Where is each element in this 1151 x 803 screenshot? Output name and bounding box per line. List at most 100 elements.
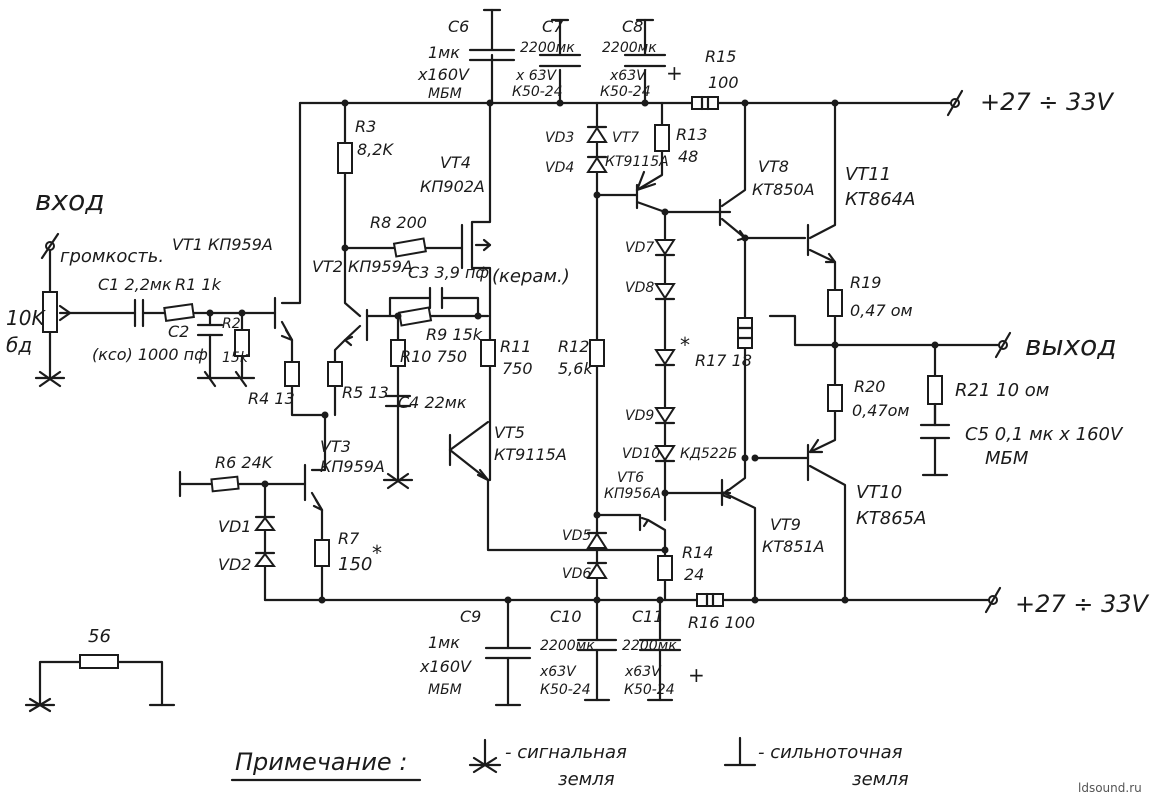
vt11-type-label: КТ864А [845, 189, 915, 210]
r4-body [284, 361, 300, 387]
r21-label: R21 10 ом [955, 380, 1049, 401]
c3-plates [428, 286, 444, 310]
r1-label: R1 1k [175, 275, 222, 294]
vt6-label: VT6 [617, 470, 644, 486]
r11-value-label: 750 [502, 359, 533, 378]
c7-label: C7 [542, 17, 564, 36]
r10-body [390, 339, 406, 367]
r13-body [654, 124, 670, 152]
c11-label: C11 [632, 607, 664, 626]
vd7-symbol [654, 239, 676, 256]
vd6-symbol [586, 562, 608, 579]
vt3-type-label: КП959А [320, 457, 385, 476]
vt2-label: VT2 КП959А [312, 257, 413, 276]
r10-label: R10 750 [400, 347, 467, 366]
r13-label: R13 [676, 125, 707, 144]
diode-star: * [680, 333, 690, 357]
watermark: ldsound.ru [1078, 781, 1142, 795]
r8-label: R8 200 [370, 213, 427, 232]
r20-body [827, 384, 843, 412]
r9-body [398, 306, 433, 327]
component-bodies [24, 8, 1012, 782]
volume-label: громкость. [60, 246, 164, 267]
vd8-symbol [654, 283, 676, 300]
c9-label: C9 [460, 607, 481, 626]
output-title: выход [1025, 329, 1117, 362]
r12-body [589, 339, 605, 367]
vt1-label: VT1 КП959А [172, 235, 273, 254]
vd3-label: VD3 [545, 130, 574, 146]
vt7-label: VT7 [612, 130, 639, 146]
r6-label: R6 24K [215, 453, 274, 472]
r19-body [827, 289, 843, 317]
legend-resistor-body [79, 654, 119, 669]
positive-supply-label: +27 ÷ 33V [980, 88, 1115, 116]
note-signal-line2: земля [558, 769, 615, 790]
c8-type-label: К50-24 [600, 84, 651, 100]
c11-value-label: 2200мк [622, 638, 677, 654]
note-signal-line1: - сигнальная [505, 742, 627, 763]
r20-value-label: 0,47ом [852, 401, 909, 420]
r6-body [210, 475, 240, 493]
c10-label: C10 [550, 607, 582, 626]
vd10-symbol [654, 445, 676, 462]
signal-ground-c2 [196, 370, 256, 388]
c5-plates [919, 423, 951, 440]
vd2-symbol [254, 552, 276, 567]
vt7-type-label: КТ9115А [605, 154, 669, 170]
vt8-label: VT8 [758, 157, 789, 176]
r3-value-label: 8,2K [357, 140, 394, 159]
r15-label: R15 [705, 47, 736, 66]
vd9-label: VD9 [625, 408, 654, 424]
r14-body [657, 555, 673, 581]
note-power-line1: - сильноточная [758, 742, 903, 763]
c9-type-label: МБМ [428, 682, 462, 698]
c8-label: C8 [622, 17, 643, 36]
labels: вход громкость. 10K бд C1 2,2мк R1 1k C2… [6, 17, 1150, 795]
vd10-type-label: КД522Б [680, 446, 737, 462]
c7-type-label: К50-24 [512, 84, 563, 100]
c3-label: C3 3,9 пф [408, 263, 489, 282]
c10-plates [576, 638, 618, 652]
r11-body [480, 339, 496, 367]
c7-voltage-label: х 63V [515, 68, 558, 84]
r19-value-label: 0,47 ом [850, 301, 913, 320]
vd7-label: VD7 [625, 240, 654, 256]
c2-label: C2 [168, 322, 189, 341]
r12-label: R12 [558, 337, 589, 356]
vt4-label: VT4 [440, 153, 471, 172]
vt9-label: VT9 [770, 515, 801, 534]
vd10-label: VD10 [622, 446, 660, 462]
r14-value-label: 24 [684, 565, 704, 584]
r2-label: R2 [222, 316, 241, 332]
pot-type-label: бд [6, 333, 32, 357]
c8-plus: + [666, 61, 683, 85]
c11-voltage-label: х63V [624, 664, 662, 680]
vt9-type-label: КТ851А [762, 537, 825, 556]
vd6-label: VD6 [562, 566, 591, 582]
c8-value-label: 2200мк [602, 40, 657, 56]
input-title: вход [35, 184, 105, 217]
vd2-label: VD2 [218, 555, 251, 574]
r2-body [234, 329, 250, 357]
r20-label: R20 [854, 377, 885, 396]
c10-value-label: 2200мк [540, 638, 595, 654]
c11-type-label: К50-24 [624, 682, 675, 698]
signal-ground-pot [34, 370, 66, 388]
c1-plates [133, 298, 145, 328]
c1-label: C1 2,2мк [98, 275, 172, 294]
note-power-line2: земля [852, 769, 909, 790]
vt8-type-label: КТ850А [752, 180, 815, 199]
c11-plates [638, 638, 682, 652]
r3-label: R3 [355, 117, 376, 136]
r15-body [691, 96, 719, 110]
legend-resistor-label: 56 [88, 626, 111, 647]
vd1-symbol [254, 516, 276, 531]
r14-label: R14 [682, 543, 713, 562]
vd4-symbol [586, 156, 608, 173]
r4-label: R4 13 [248, 389, 295, 408]
vt5-label: VT5 [494, 423, 525, 442]
c5-label: C5 0,1 мк х 160V [965, 424, 1124, 445]
c3-note-label: (керам.) [492, 266, 570, 287]
